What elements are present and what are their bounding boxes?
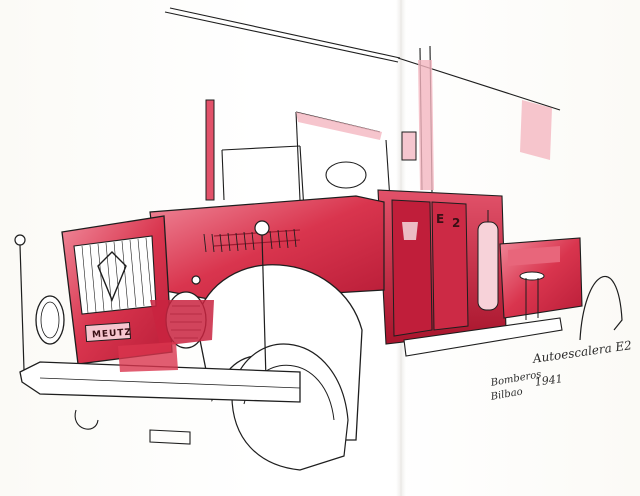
door-letter-e: E bbox=[436, 212, 445, 226]
badge-plate bbox=[84, 321, 132, 343]
side-running-board bbox=[403, 317, 563, 357]
ladder-lines bbox=[164, 7, 561, 201]
rear-wheel-arch bbox=[579, 275, 623, 341]
tow-hooks bbox=[74, 409, 191, 445]
ladder-wash bbox=[296, 60, 552, 190]
rear-compartment-left bbox=[391, 199, 433, 337]
marker-poles bbox=[14, 220, 270, 381]
left-headlamp bbox=[35, 295, 65, 345]
hood-louvers bbox=[203, 228, 297, 253]
front-bumper bbox=[19, 361, 301, 403]
lamp-post bbox=[401, 131, 417, 161]
exhaust-post bbox=[205, 99, 215, 201]
door-letter-2: 2 bbox=[452, 216, 461, 230]
rear-compartment-mid bbox=[431, 201, 469, 331]
extinguisher bbox=[477, 221, 499, 311]
rear-stool bbox=[519, 271, 545, 320]
grille-emblem bbox=[97, 251, 127, 302]
